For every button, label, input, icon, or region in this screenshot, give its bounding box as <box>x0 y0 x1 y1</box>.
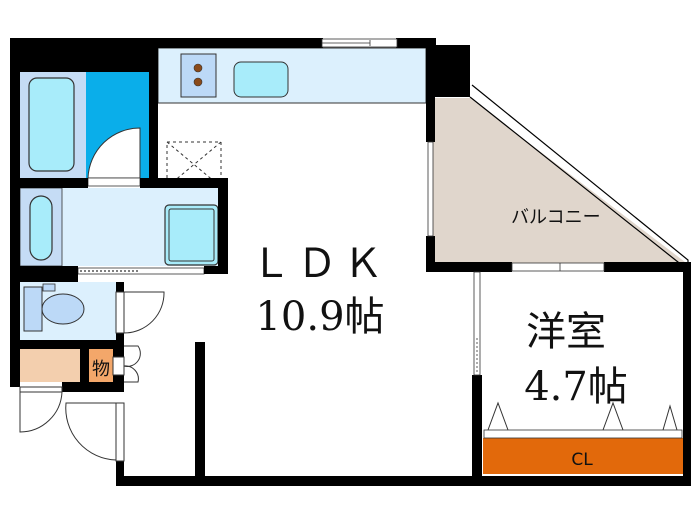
doors <box>19 291 165 462</box>
stove-icon <box>180 53 217 98</box>
storage <box>89 349 113 382</box>
walls <box>10 38 691 486</box>
bathroom <box>20 72 149 187</box>
closet-label: CL <box>571 450 593 470</box>
balcony <box>433 84 689 272</box>
kitchen-counter <box>157 47 427 104</box>
toilet-room <box>20 282 116 340</box>
washing-machine-icon <box>164 204 219 266</box>
balcony-label: バルコニー <box>511 207 601 228</box>
ldk-label: ＬＤＫ <box>251 241 389 287</box>
toilet-bowl-icon <box>41 293 85 325</box>
sink-icon <box>233 61 289 98</box>
closet-door-markers <box>487 401 678 431</box>
washbasin-icon <box>29 195 53 261</box>
washroom <box>19 187 219 275</box>
storage-label: 物 <box>92 359 110 380</box>
bathtub-icon <box>28 77 75 172</box>
shoe-cabinet <box>20 349 80 382</box>
western-room-size: 4.7帖 <box>524 364 628 410</box>
ldk-size: 10.9帖 <box>255 294 384 340</box>
windows <box>321 38 605 376</box>
closet <box>483 438 683 474</box>
bath-door-swing <box>87 127 141 179</box>
western-room-label: 洋室 <box>526 309 606 355</box>
toilet-tank-icon <box>23 286 43 332</box>
